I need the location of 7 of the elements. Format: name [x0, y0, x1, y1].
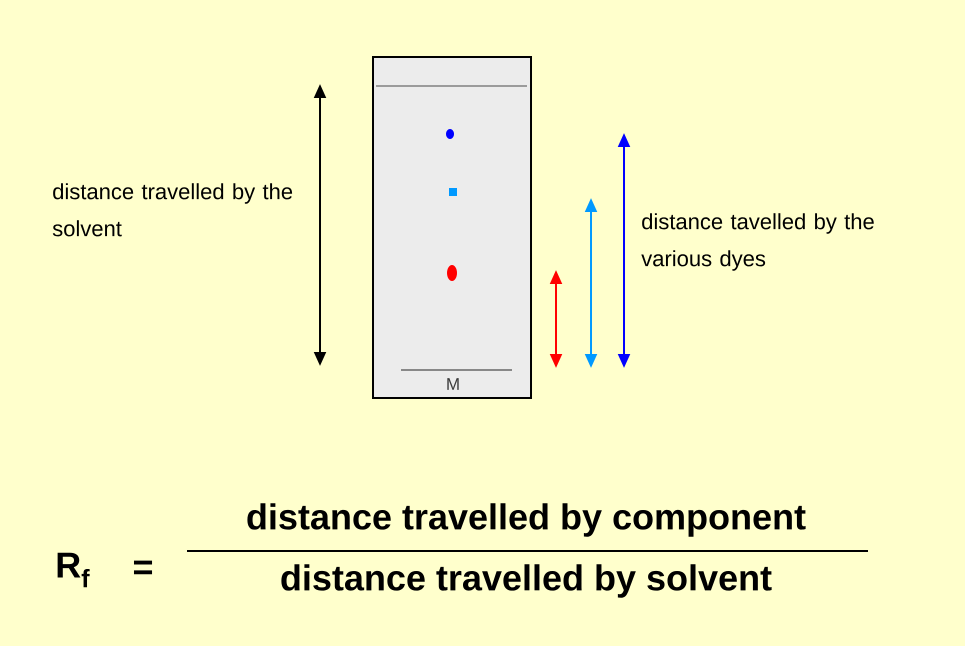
numerator: distance travelled by component: [247, 503, 806, 537]
label: distance travelled by the solvent: [52, 183, 292, 236]
plate: M: [372, 56, 532, 399]
denominator: distance travelled by solvent: [281, 564, 772, 598]
label: distance tavelled by the various dyes: [641, 213, 874, 271]
equals-sign: =: [134, 560, 152, 574]
rf-symbol: R$_{f}$: [58, 552, 90, 588]
